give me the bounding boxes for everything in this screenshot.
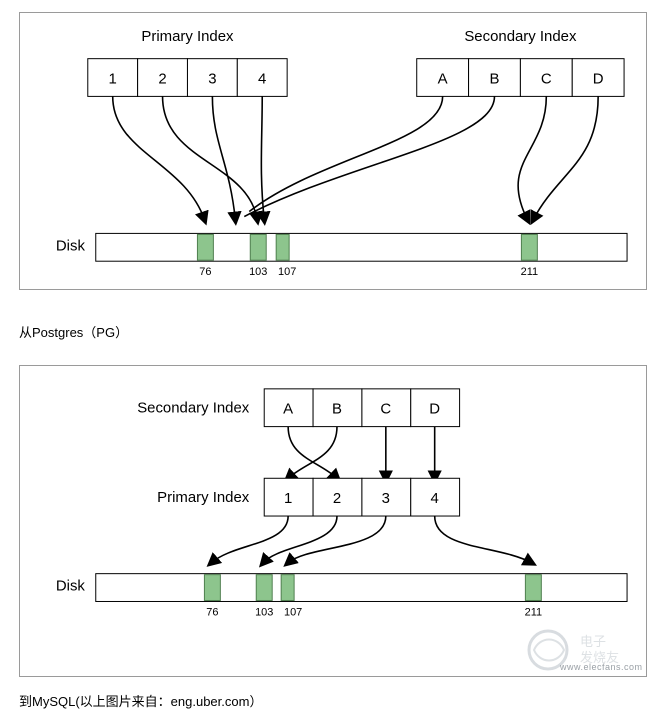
- mysql-arrow-p4: [433, 516, 537, 566]
- pg-arrow-sC: [517, 96, 548, 226]
- mysql-disk-offset-1: 103: [255, 606, 273, 618]
- pg-primary-cell-label-1: 2: [158, 71, 166, 88]
- mysql-secondary-cell-label-1: B: [332, 401, 342, 418]
- mysql-primary-index-title: Primary Index: [157, 489, 250, 506]
- mysql-arrow-p3: [283, 515, 387, 567]
- mysql-primary-cell-2: [361, 477, 412, 517]
- pg-secondary-to-disk-arrows: [243, 96, 599, 226]
- mysql-disk-bar: [95, 573, 628, 602]
- pg-arrow-p2: [161, 96, 263, 226]
- pg-primary-cell-0: [87, 58, 139, 97]
- pg-disk-block-103: [249, 233, 267, 261]
- pg-disk-block-107: [275, 233, 290, 261]
- pg-primary-cell-1: [137, 58, 188, 97]
- pg-secondary-cell-label-1: B: [489, 71, 499, 88]
- mysql-secondary-cell-1: [312, 388, 363, 428]
- mysql-diagram-svg: Secondary Index A B C D Primary Index 1: [56, 388, 628, 618]
- pg-secondary-cell-label-0: A: [438, 71, 448, 88]
- pg-arrow-p3: [211, 96, 242, 226]
- mysql-disk-block-76: [203, 574, 221, 601]
- mysql-arrow-p1: [206, 515, 289, 567]
- pg-disk-label: Disk: [56, 237, 86, 254]
- mysql-primary-to-disk-arrows: [206, 515, 537, 568]
- mysql-arrow-A: [287, 426, 342, 483]
- pg-disk-block-76: [196, 233, 214, 261]
- mysql-secondary-cell-2: [361, 388, 412, 428]
- pg-disk-offset-2: 107: [278, 266, 296, 278]
- mysql-primary-cell-label-0: 1: [284, 490, 292, 507]
- pg-disk-offset-3: 211: [521, 266, 538, 278]
- mysql-primary-cell-label-1: 2: [333, 490, 341, 507]
- pg-secondary-cell-label-3: D: [593, 71, 604, 88]
- mysql-disk-offset-0: 76: [206, 606, 218, 618]
- pg-secondary-cell-label-2: C: [541, 71, 552, 88]
- mysql-primary-cell-label-2: 3: [382, 490, 390, 507]
- mysql-secondary-cell-label-0: A: [283, 401, 293, 418]
- caption-postgres: 从Postgres（PG）: [19, 325, 129, 340]
- mysql-secondary-cell-3: [410, 388, 461, 428]
- mysql-primary-cell-1: [312, 477, 363, 517]
- mysql-diagram-panel: Secondary Index A B C D Primary Index 1: [19, 365, 647, 677]
- mysql-arrow-B: [283, 426, 338, 483]
- mysql-disk-block-107: [280, 574, 295, 601]
- pg-arrow-sD: [530, 96, 599, 226]
- pg-secondary-index-title: Secondary Index: [464, 28, 577, 45]
- mysql-secondary-index-title: Secondary Index: [137, 400, 250, 417]
- watermark-url: www.elecfans.com: [560, 662, 643, 672]
- mysql-disk-block-103: [255, 574, 273, 601]
- caption-mysql: 到MySQL(以上图片来自：eng.uber.com）: [19, 694, 263, 709]
- mysql-secondary-to-primary-arrows: [283, 426, 442, 485]
- pg-disk-offset-0: 76: [199, 266, 211, 278]
- mysql-disk-block-211: [524, 574, 542, 601]
- pg-disk-bar: [95, 232, 628, 262]
- pg-primary-cell-3: [236, 58, 288, 97]
- pg-arrow-sB: [243, 96, 496, 218]
- pg-primary-cell-label-0: 1: [109, 71, 117, 88]
- mysql-arrow-p2: [258, 515, 338, 568]
- mysql-disk-offset-2: 107: [284, 606, 302, 618]
- mysql-secondary-index-table: A B C D: [263, 388, 461, 428]
- mysql-secondary-cell-label-3: D: [429, 401, 440, 418]
- pg-primary-index-table: 1 2 3 4: [87, 58, 288, 97]
- mysql-disk-offset-3: 211: [525, 606, 542, 618]
- mysql-primary-cell-label-3: 4: [431, 490, 439, 507]
- pg-disk-block-211: [520, 233, 538, 261]
- mysql-disk-label: Disk: [56, 578, 86, 595]
- pg-primary-index-title: Primary Index: [141, 28, 234, 45]
- postgres-diagram-svg: Primary Index Secondary Index 1 2 3 4 A …: [56, 28, 628, 278]
- mysql-primary-index-table: 1 2 3 4: [263, 477, 461, 517]
- pg-arrow-p1: [111, 96, 209, 226]
- pg-secondary-cell-1: [468, 58, 521, 97]
- mysql-primary-cell-3: [410, 477, 461, 517]
- pg-secondary-index-table: A B C D: [416, 58, 625, 97]
- pg-secondary-cell-3: [571, 58, 625, 97]
- pg-primary-cell-label-3: 4: [258, 71, 266, 88]
- pg-primary-cell-label-2: 3: [208, 71, 216, 88]
- pg-disk-offset-1: 103: [249, 266, 267, 278]
- mysql-secondary-cell-0: [263, 388, 314, 428]
- pg-arrow-sA: [248, 96, 444, 213]
- mysql-primary-cell-0: [263, 477, 314, 517]
- postgres-diagram-panel: Primary Index Secondary Index 1 2 3 4 A …: [19, 12, 647, 290]
- pg-arrow-p4: [256, 96, 271, 226]
- pg-primary-to-disk-arrows: [111, 96, 271, 226]
- mysql-secondary-cell-label-2: C: [380, 401, 391, 418]
